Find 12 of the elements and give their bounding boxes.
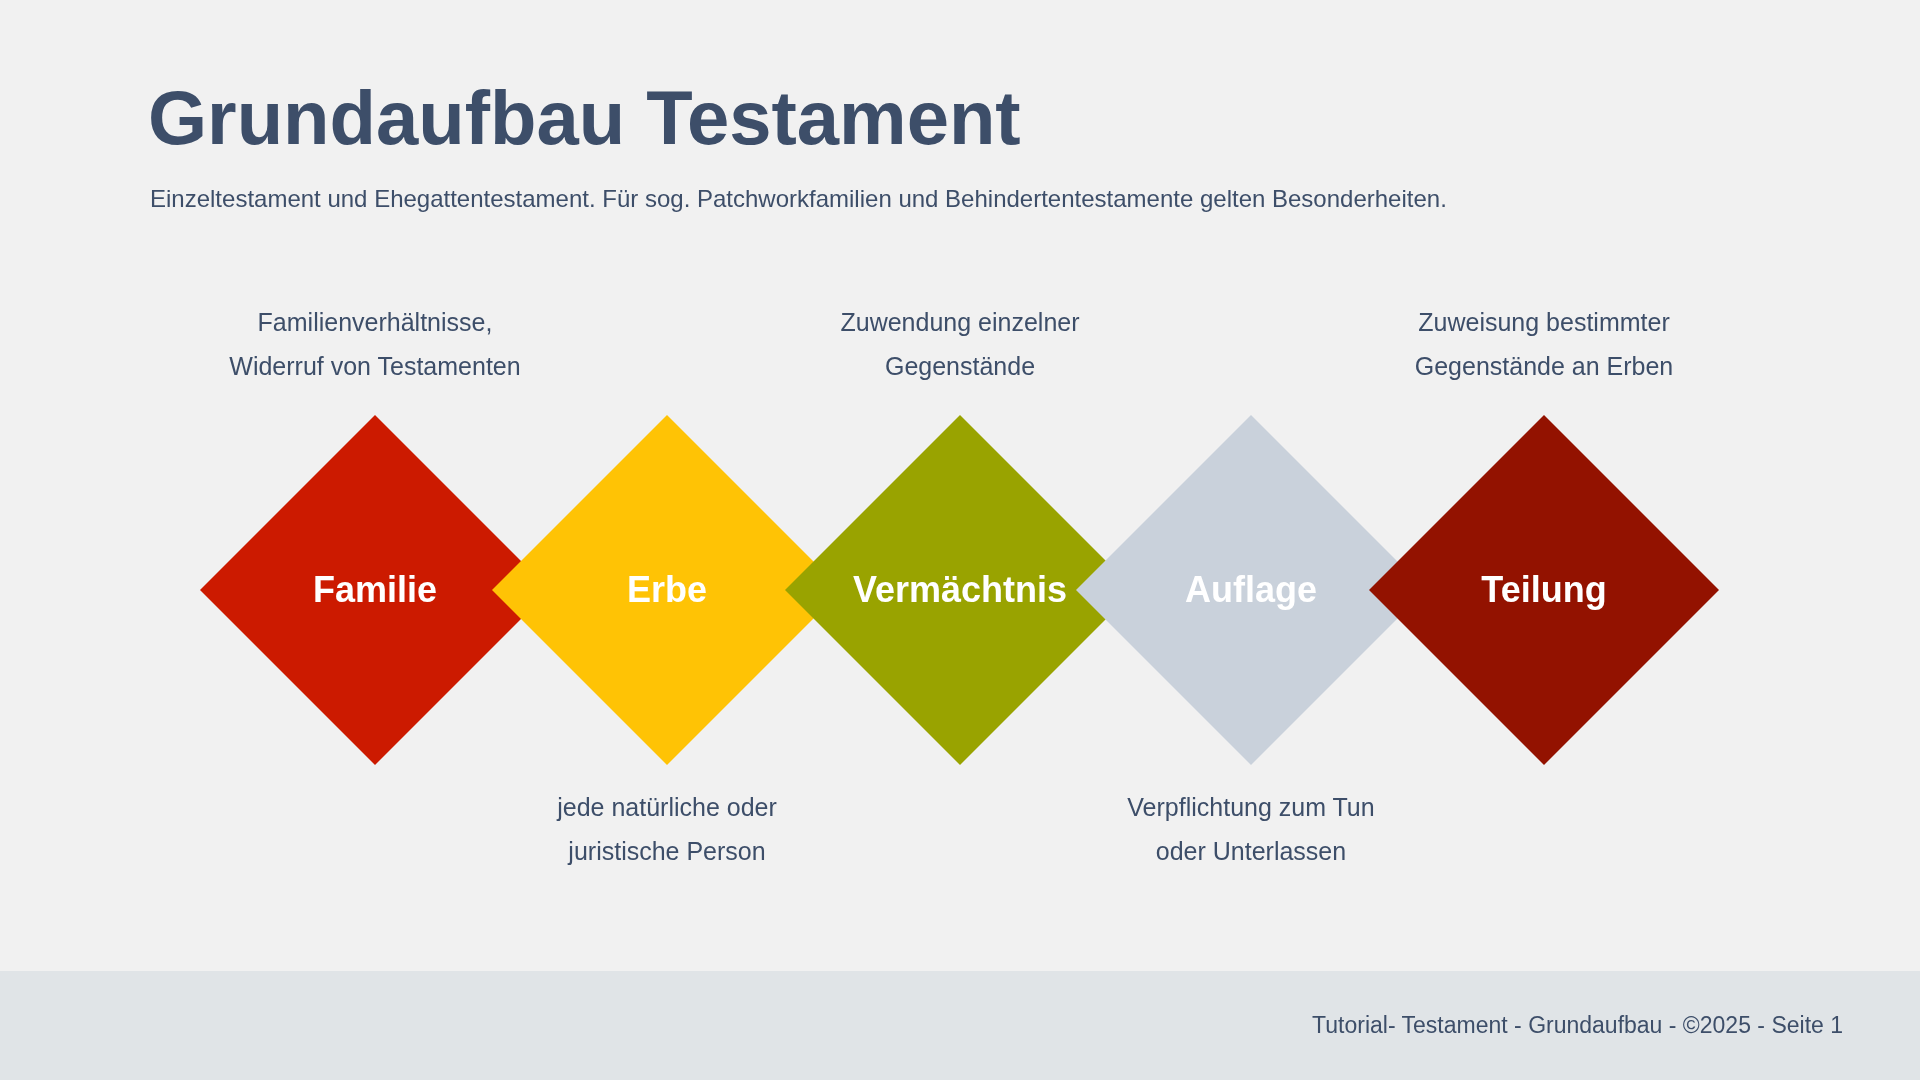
subtitle-text: Einzeltestament und Ehegattentestament. Für sog. Patchworkfamilien und Behindertentestamente gelten Besonderheiten. [150,185,1447,214]
description-text: Verpflichtung zum Tun oder Unterlassen [1126,792,1376,867]
description-text: jede natürliche oder juristische Person [555,792,778,867]
step-label: Erbe [627,568,707,612]
description-text: Zuwendung einzelner Gegenstände [839,307,1081,382]
page-title: Grundaufbau Testament [148,74,1021,162]
description-text: Zuweisung bestimmter Gegenstände an Erben [1413,307,1675,382]
description-text: Familienverhältnisse, Widerruf von Testamenten [228,307,522,382]
footer-text: Tutorial- Testament - Grundaufbau - ©2025 - Seite 1 [1312,1011,1843,1040]
step-label: Familie [312,568,438,612]
step-label: Vermächtnis [852,568,1068,612]
step-label: Teilung [1481,568,1607,612]
